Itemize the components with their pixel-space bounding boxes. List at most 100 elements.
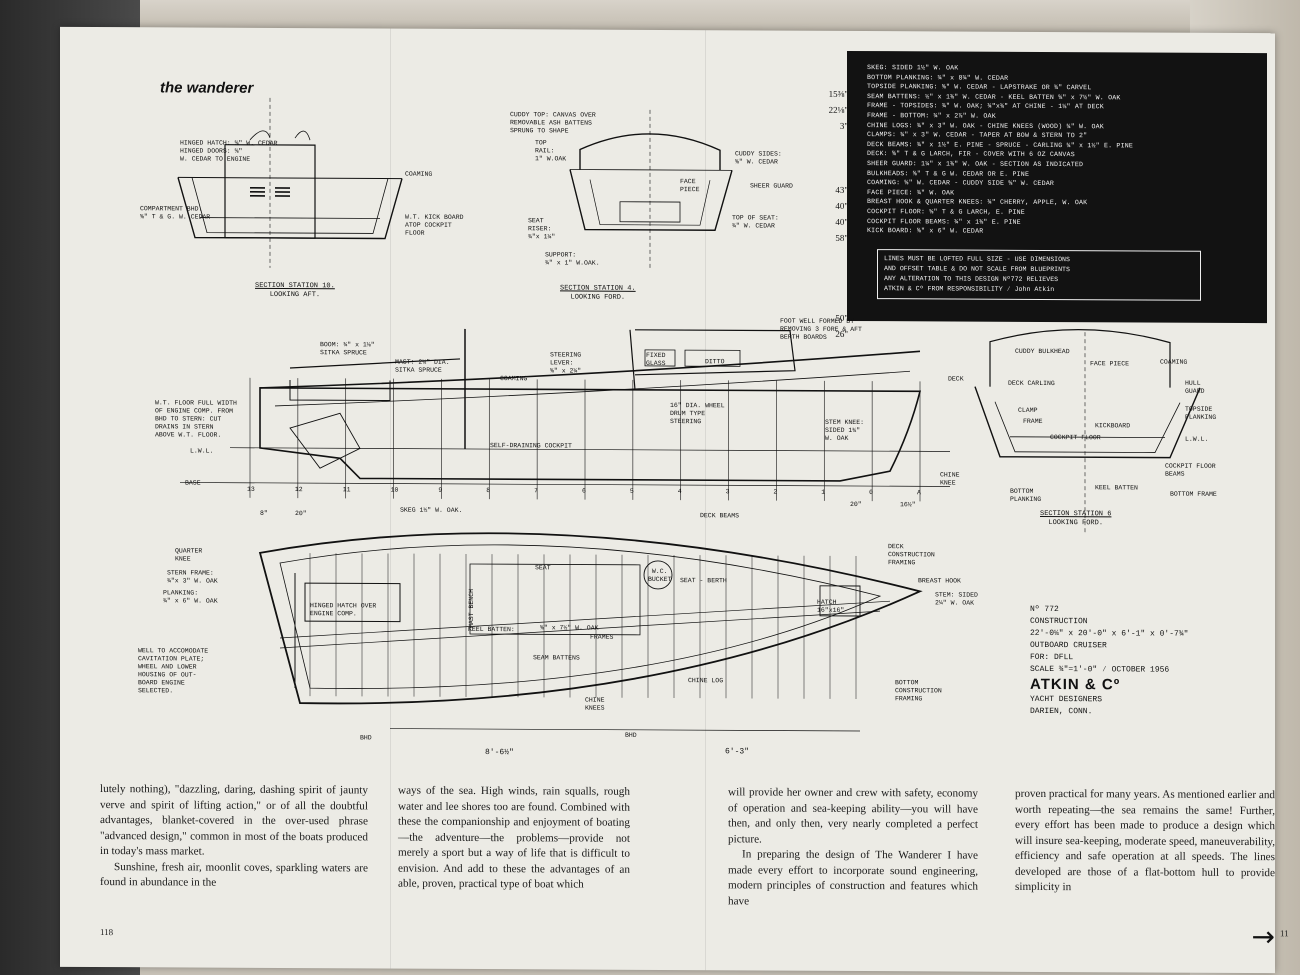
label-lwl-s6: L.W.L. — [1185, 435, 1209, 443]
label-base: BASE — [185, 479, 201, 487]
label-lwl: L.W.L. — [190, 447, 214, 455]
magazine-page: the wanderer 15⅜"22⅛"3" 43"40"40"58" 50"… — [60, 26, 1289, 974]
page-number-right: 11 — [1280, 928, 1289, 939]
label-deck-construction: DECK CONSTRUCTION FRAMING — [888, 543, 935, 567]
label-hinged-hatch-plan: HINGED HATCH OVER ENGINE COMP. — [310, 602, 377, 618]
label-seat-berth: SEAT - BERTH — [680, 577, 727, 585]
label-seat: SEAT — [535, 564, 551, 572]
label-frames: FRAMES — [590, 633, 614, 641]
dimension-20in-aft: 20" — [295, 510, 307, 518]
dimension-20in: 20" — [850, 500, 862, 509]
label-chine-knees: CHINE KNEES — [585, 696, 605, 712]
section-10-title: SECTION STATION 10.LOOKING AFT. — [255, 281, 335, 300]
plan-view — [258, 532, 923, 732]
label-self-draining: SELF-DRAINING COCKPIT — [490, 442, 572, 450]
label-clamp: CLAMP — [1018, 406, 1038, 414]
label-sheer-guard: SHEER GUARD — [750, 182, 793, 190]
station-number: 5 — [629, 487, 634, 495]
station-number: A — [917, 489, 921, 497]
station-number: 4 — [677, 488, 682, 496]
label-cockpit-floor: COCKPIT FLOOR — [1050, 434, 1101, 442]
page-number-left: 118 — [100, 927, 114, 938]
label-coaming-profile: COAMING — [500, 375, 528, 383]
label-kickboard-s6: KICKBOARD — [1095, 422, 1131, 430]
label-cuddy-top: CUDDY TOP: CANVAS OVER REMOVABLE ASH BAT… — [510, 111, 596, 135]
article-body: lutely nothing), "dazzling, daring, dash… — [100, 782, 1290, 958]
label-keel-batten-plan: KEEL BATTEN: — [468, 625, 515, 634]
label-wheel: 16" DIA. WHEEL DRUM TYPE STEERING — [670, 402, 725, 426]
station-number: 3 — [725, 488, 730, 496]
label-deck-carling: DECK CARLING — [1008, 379, 1055, 388]
label-cuddy-sides: CUDDY SIDES: ⅝" W. CEDAR — [735, 150, 782, 166]
label-stern-frame: STERN FRAME: ¾"x 3" W. OAK — [167, 569, 218, 585]
label-top-of-seat: TOP OF SEAT: ¾" W. CEDAR — [732, 214, 779, 230]
paragraph: proven practical for many years. As ment… — [1015, 787, 1276, 894]
text-column-3: will provide her owner and crew with saf… — [728, 785, 978, 910]
label-fixed-glass: FIXED GLASS — [646, 351, 666, 367]
label-bottom-frame: BOTTOM FRAME — [1170, 490, 1217, 498]
paragraph: In preparing the design of The Wanderer … — [728, 848, 978, 907]
label-face-piece-s6: FACE PIECE — [1090, 360, 1130, 368]
label-top-rail: TOP RAIL: 1" W.OAK — [535, 139, 567, 163]
label-seat-riser: SEAT RISER: ¾"x 1¼" — [528, 217, 556, 241]
label-deck: DECK — [948, 375, 964, 383]
dimension-16in: 16½" — [900, 501, 916, 509]
label-foot-well: FOOT WELL FORMED BY REMOVING 3 FORE & AF… — [780, 317, 862, 341]
text-column-4: proven practical for many years. As ment… — [1015, 787, 1275, 897]
arrow-right-icon: → — [1251, 920, 1275, 954]
label-wc-bucket: W.C. BUCKET — [648, 567, 672, 584]
label-bottom-planking: BOTTOM PLANKING — [1010, 487, 1042, 503]
label-ditto: DITTO — [705, 358, 725, 366]
label-chine-knee: CHINE KNEE — [940, 471, 960, 487]
label-bottom-construction: BOTTOM CONSTRUCTION FRAMING — [895, 679, 942, 703]
paragraph: lutely nothing), "dazzling, daring, dash… — [100, 783, 368, 858]
station-number: 2 — [773, 488, 778, 496]
label-hull-guard: HULL GUARD — [1185, 379, 1205, 395]
label-seam-battens: SEAM BATTENS — [533, 654, 580, 662]
label-support: SUPPORT: ¾" x 1" W.OAK. — [545, 251, 600, 267]
text-column-1: lutely nothing), "dazzling, daring, dash… — [100, 782, 368, 892]
section-4-title: SECTION STATION 4.LOOKING FORD. — [560, 284, 636, 302]
label-boom: BOOM: ¾" x 1⅛" SITKA SPRUCE — [320, 341, 375, 357]
label-well: WELL TO ACCOMODATE CAVITATION PLATE; WHE… — [138, 647, 209, 695]
label-deck-beams: DECK BEAMS — [700, 512, 740, 520]
label-coaming: COAMING — [405, 170, 433, 178]
station-number: 10 — [390, 486, 399, 494]
label-keel-batten: KEEL BATTEN — [1095, 484, 1138, 492]
label-hatch: HATCH 16"x16" — [817, 598, 845, 614]
label-skeg: SKEG 1½" W. OAK. — [400, 506, 463, 514]
designer-location: DARIEN, CONN. — [1030, 706, 1093, 717]
station-number: 11 — [342, 486, 351, 494]
label-steering-lever: STEERING LEVER: ⅝" x 2¼" — [550, 351, 582, 375]
design-info: Nº 772 CONSTRUCTION 22'-0¼" x 20'-0" x 6… — [1030, 604, 1260, 719]
station-number: 1 — [821, 488, 826, 496]
label-topside-planking: TOPSIDE PLANKING — [1185, 405, 1217, 421]
paragraph: ways of the sea. High winds, rain squall… — [398, 784, 630, 891]
station-number: 6 — [582, 487, 586, 495]
label-mast-bench: MAST BENCH — [468, 588, 475, 629]
label-stem-knee: STEM KNEE: SIDED 1¾" W. OAK — [825, 418, 865, 442]
boat-plan-drawing — [177, 97, 1201, 732]
station-number: 9 — [438, 486, 443, 494]
label-planking: PLANKING: ¾" x 6" W. OAK — [163, 589, 218, 605]
label-mast: MAST: 2¼" DIA. SITKA SPRUCE — [395, 358, 450, 374]
dimension-8in: 8" — [260, 509, 268, 517]
station-number: 13 — [247, 485, 255, 493]
section-station-10 — [177, 97, 403, 268]
label-compartment-bhd: COMPARTMENT BHD. ⅝" T & G. W. CEDAR — [140, 205, 211, 221]
label-coaming-s6: COAMING — [1160, 358, 1188, 366]
dimension-aft: 8'-6½" — [485, 748, 514, 758]
label-kickboard: W.T. KICK BOARD ATOP COCKPIT FLOOR — [405, 213, 464, 237]
designer-name: ATKIN & Cº — [1030, 675, 1121, 694]
station-number: 12 — [294, 486, 303, 494]
station-number: 8 — [486, 487, 491, 495]
label-bhd-fwd: BHD — [625, 731, 637, 739]
label-face-piece: FACE PIECE — [680, 178, 700, 194]
paragraph: will provide her owner and crew with saf… — [728, 786, 978, 845]
label-chine-log: CHINE LOG — [688, 677, 724, 685]
label-quarter-knee: QUARTER KNEE — [175, 547, 203, 563]
paragraph: Sunshine, fresh air, moonlit coves, spar… — [100, 860, 368, 889]
label-wt-floor: W.T. FLOOR FULL WIDTH OF ENGINE COMP. FR… — [155, 399, 237, 439]
label-bhd-aft: BHD — [360, 734, 372, 742]
